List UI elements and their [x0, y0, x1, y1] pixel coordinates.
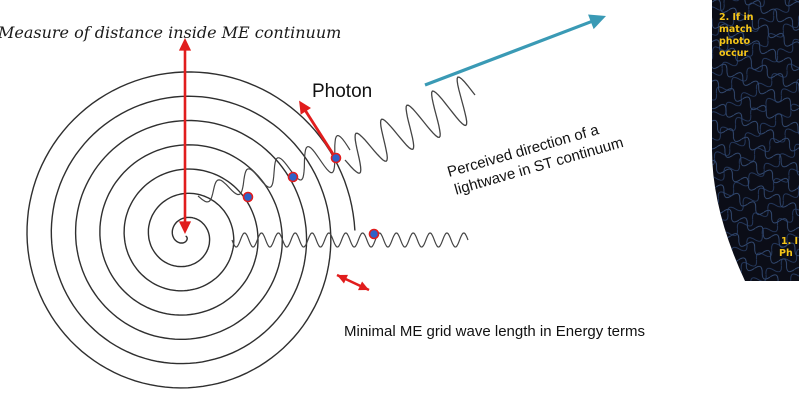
photon-label: Photon	[312, 81, 372, 102]
minimal-arrow-head-left	[337, 274, 348, 284]
photon-arrow-shaft	[301, 104, 335, 155]
photon-arrow-head	[299, 100, 311, 115]
distance-arrow-head-bottom	[178, 221, 192, 234]
minimal-wavelength-arrow	[336, 273, 370, 292]
spiral-continuum	[26, 71, 356, 389]
panel-line-2: match	[719, 24, 752, 35]
wave-inside-spiral	[197, 134, 351, 203]
direction-arrow	[424, 14, 606, 87]
photon-dots	[242, 152, 380, 240]
minimal-arrow-head-right	[358, 281, 369, 291]
photon-dot-2	[287, 171, 299, 183]
direction-arrow-shaft	[424, 18, 598, 87]
direction-arrow-head	[588, 14, 606, 30]
wave-perceived	[344, 76, 476, 174]
photon-dot-4	[368, 228, 380, 240]
photon-dot-1	[242, 191, 254, 203]
title: Measure of distance inside ME continuum	[0, 23, 341, 42]
panel-line-1: 2. If in	[719, 12, 754, 23]
minimal-wavelength-label: Minimal ME grid wave length in Energy te…	[344, 323, 645, 340]
wave-horizontal	[231, 232, 469, 248]
distance-double-arrow	[178, 38, 192, 234]
panel-line-4: occur	[719, 48, 749, 59]
photon-dot-3	[330, 152, 342, 164]
panel-line-6: Ph	[779, 248, 793, 259]
panel-line-3: photo	[719, 36, 751, 47]
distance-arrow-head-top	[178, 38, 192, 51]
panel-line-5: 1. I	[781, 236, 798, 247]
side-panel: 2. If in match photo occur 1. I Ph	[712, 0, 799, 281]
photon-arrow	[299, 100, 335, 155]
